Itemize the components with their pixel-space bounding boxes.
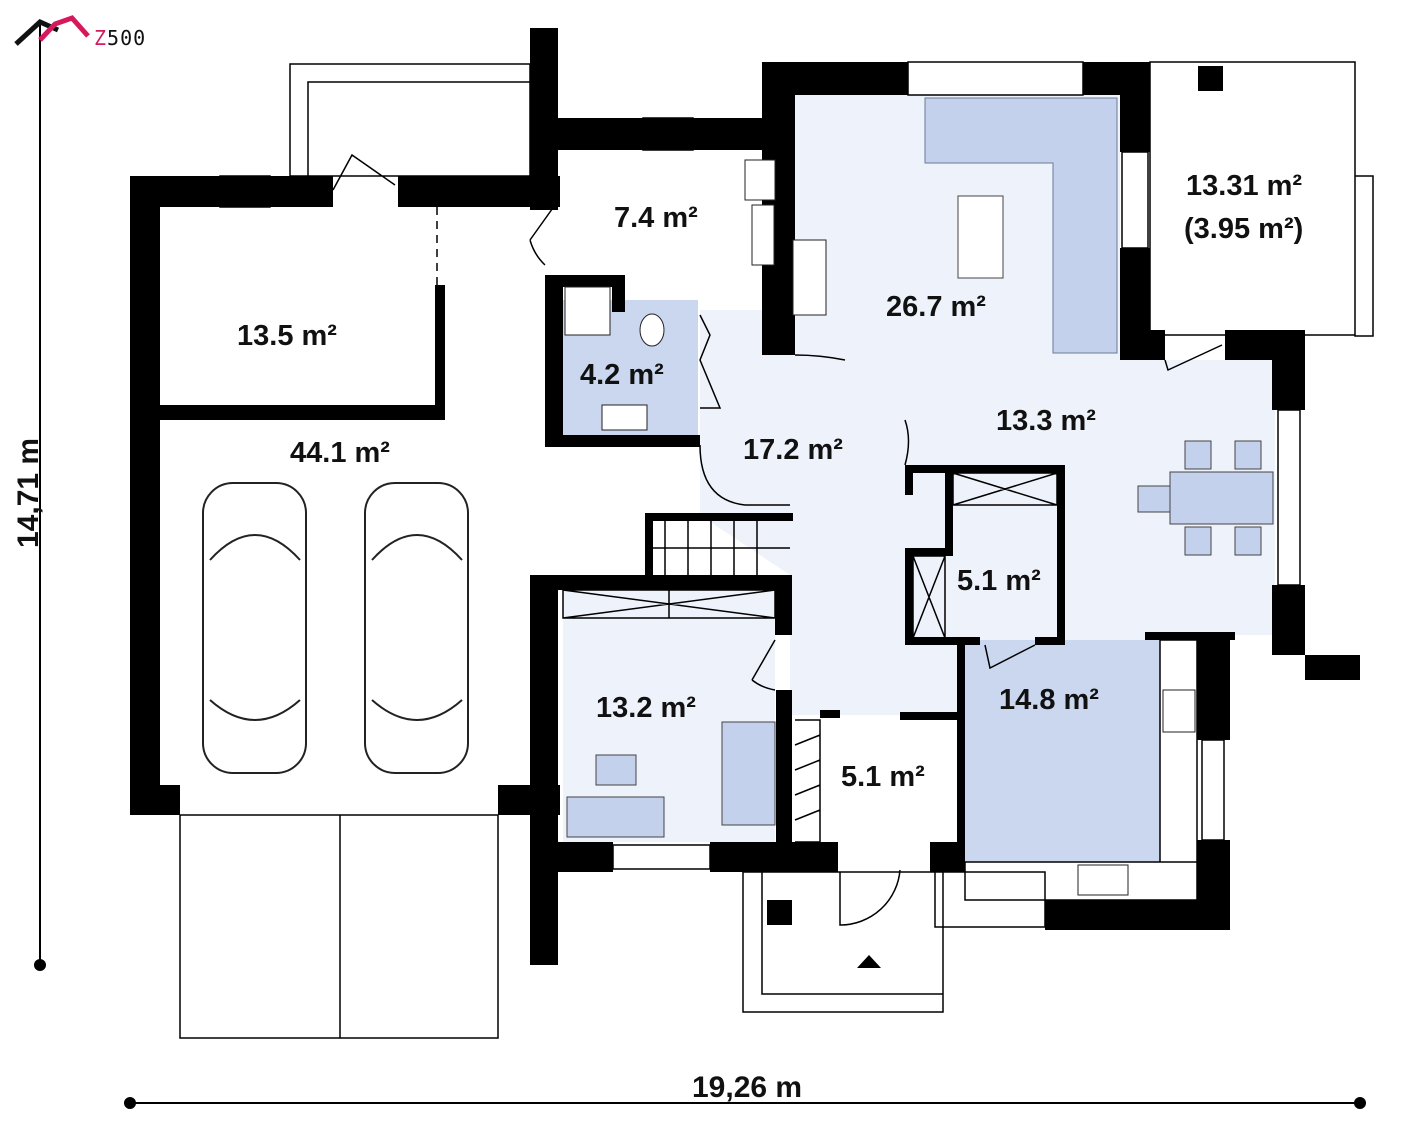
- office-sofa: [721, 721, 776, 826]
- cars: [202, 482, 469, 774]
- logo-mark: [14, 15, 90, 46]
- kitchen-fill: [965, 640, 1160, 862]
- coffee-table: [957, 195, 1004, 279]
- label-storage: 13.5 m²: [237, 320, 337, 352]
- fireplace: [792, 239, 827, 316]
- car-left: [202, 482, 307, 774]
- label-garage: 44.1 m²: [290, 437, 390, 469]
- corner-sofa: [924, 97, 1118, 354]
- logo-text: 500: [107, 26, 147, 50]
- sink: [601, 404, 648, 431]
- entrance-arrow-icon: [857, 955, 881, 968]
- dining-chairs: [1137, 440, 1262, 556]
- label-terrace-sub: (3.95 m²): [1184, 213, 1303, 245]
- toilet: [639, 313, 665, 347]
- label-living: 26.7 m²: [886, 291, 986, 323]
- office-chair: [595, 754, 637, 786]
- label-terrace: 13.31 m²: [1186, 170, 1302, 202]
- dining-table: [1169, 471, 1274, 525]
- room-labels: 13.5 m² 44.1 m² 7.4 m² 4.2 m² 17.2 m² 26…: [237, 170, 1303, 793]
- stove: [1162, 689, 1196, 733]
- label-hall: 17.2 m²: [743, 434, 843, 466]
- label-office: 13.2 m²: [596, 692, 696, 724]
- width-dimension: 19,26 m: [692, 1071, 802, 1104]
- height-dimension: 14,71 m: [12, 438, 45, 548]
- label-vestibule: 5.1 m²: [841, 761, 925, 793]
- living-area-fill: [700, 95, 1275, 715]
- label-wardrobe: 5.1 m²: [957, 565, 1041, 597]
- label-dining: 13.3 m²: [996, 405, 1096, 437]
- label-bathroom: 4.2 m²: [580, 359, 664, 391]
- car-windows: [209, 534, 463, 721]
- windows-and-outlines: [179, 61, 1374, 1039]
- desk: [566, 796, 665, 838]
- furniture: [564, 66, 1274, 968]
- logo: Z500: [94, 26, 146, 50]
- logo-z: Z: [94, 26, 108, 50]
- dimension-lines: 14,71 m 19,26 m: [12, 22, 1366, 1109]
- car-right: [364, 482, 469, 774]
- label-boiler: 7.4 m²: [614, 202, 698, 234]
- label-kitchen: 14.8 m²: [999, 684, 1099, 716]
- shower: [564, 286, 611, 336]
- kitchen-sink: [1077, 864, 1129, 896]
- boiler-unit: [744, 159, 776, 266]
